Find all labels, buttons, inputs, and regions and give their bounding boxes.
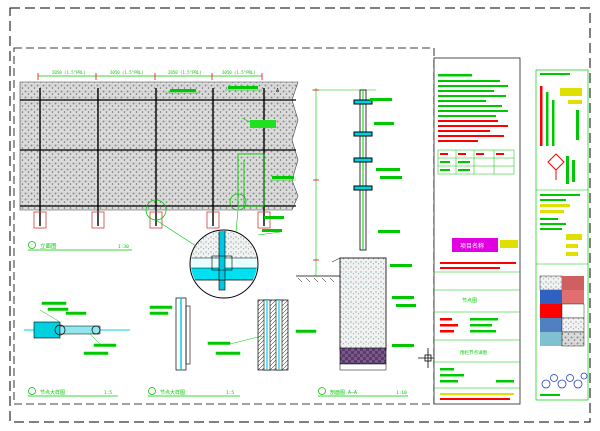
project-stamp-text: 项目名称 [460, 242, 484, 250]
elevation-title: 立面图 [40, 242, 57, 250]
joint-detail-scale: 1:5 [226, 390, 234, 396]
section-marker-A: A [276, 88, 279, 94]
stone-wall-hatch [19, 81, 299, 211]
section-view: 剖面图 A—A 1:10 [296, 88, 438, 397]
plan-detail-scale: 1:5 [104, 390, 112, 396]
elevation-view: 2050 (1.5°PRL) 2050 (1.5°PRL) 2050 (1.5°… [19, 70, 299, 251]
joint-detail-title: 节点大样图 [160, 389, 185, 396]
notes-panel: 项目名称 节点图 围栏节点详图 [433, 57, 521, 405]
post-footings [33, 211, 271, 229]
drawing-title: 节点图 [462, 298, 477, 304]
plan-detail-title: 节点大样图 [40, 389, 65, 396]
dimension-ticks [37, 73, 263, 80]
annotation-text-bars [170, 86, 294, 232]
plan-detail-view: 节点大样图 1:5 [24, 301, 130, 397]
inner-frame [13, 47, 435, 405]
section-scale: 1:10 [396, 390, 407, 396]
section-title: 剖面图 A—A [330, 389, 357, 396]
material-swatches [539, 275, 585, 347]
dimension-label-1: 2050 (1.5°PRL) [52, 70, 86, 75]
elevation-scale: 1:30 [118, 244, 129, 250]
view-number-4 [318, 387, 326, 395]
pebble-symbol [541, 372, 588, 389]
info-panel [535, 69, 589, 401]
view-number-2 [28, 387, 36, 395]
joint-detail-view: 节点大样图 1:5 [148, 297, 317, 397]
dimension-label-4: 2050 (1.5°PRL) [222, 70, 256, 75]
sheet-border [9, 7, 591, 423]
dimension-label-3: 2050 (1.5°PRL) [168, 70, 202, 75]
gate-frame [237, 153, 265, 207]
dimension-label-2: 2050 (1.5°PRL) [110, 70, 144, 75]
view-number-3 [148, 387, 156, 395]
drawing-name: 围栏节点详图 [460, 349, 487, 356]
magnified-detail [155, 209, 259, 299]
view-number-1 [28, 241, 36, 249]
project-stamp [452, 238, 498, 252]
